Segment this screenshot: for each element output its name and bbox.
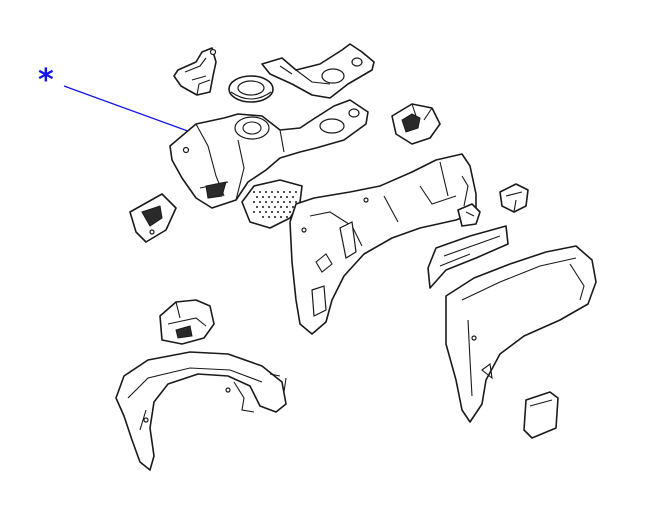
perforation-dot: [271, 201, 273, 203]
perforation-dot: [292, 206, 294, 208]
perforation-dot: [268, 206, 270, 208]
perforation-dot: [271, 191, 273, 193]
perforation-dot: [265, 191, 267, 193]
callout-asterisk: *: [38, 63, 54, 98]
wheel-arch-bracket-icon: [159, 299, 215, 345]
perforation-dot: [262, 216, 264, 218]
perforation-dot: [268, 196, 270, 198]
perforation-dot: [280, 196, 282, 198]
front-fender-panel-icon: [445, 245, 597, 423]
perforation-dot: [274, 206, 276, 208]
perforation-dot: [262, 196, 264, 198]
suspension-tower-bracket-icon: [173, 47, 217, 96]
perforation-dot: [283, 201, 285, 203]
strut-tower-assembly-icon: [169, 99, 369, 209]
perforation-dot: [253, 201, 255, 203]
perforation-dot: [277, 201, 279, 203]
perforation-dot: [295, 201, 297, 203]
callout-leader-line: [63, 85, 197, 135]
perforation-dot: [262, 206, 264, 208]
perforation-dot: [256, 206, 258, 208]
perforation-dot: [280, 216, 282, 218]
mounting-clip-icon: [457, 203, 481, 227]
triangular-gusset-icon: [129, 193, 177, 243]
side-member-reinforcement-icon: [427, 225, 509, 289]
perforation-dot: [277, 211, 279, 213]
perforation-dot: [274, 196, 276, 198]
perforation-dot: [259, 191, 261, 193]
perforation-dot: [280, 206, 282, 208]
perforation-dot: [265, 211, 267, 213]
perforation-dot: [286, 206, 288, 208]
perforation-dot: [274, 216, 276, 218]
perforation-dot: [253, 211, 255, 213]
perforation-dot: [289, 201, 291, 203]
perforation-dot: [286, 196, 288, 198]
tower-reinforcement-plate-icon: [391, 103, 441, 145]
perforation-dot: [259, 211, 261, 213]
perforation-dot: [265, 201, 267, 203]
small-bracket-icon: [499, 183, 529, 213]
perforation-dot: [283, 191, 285, 193]
wheel-arch-liner-icon: [115, 351, 287, 471]
perforation-dot: [256, 196, 258, 198]
perforation-dot: [268, 216, 270, 218]
perforation-dot: [295, 191, 297, 193]
perforation-dot: [259, 201, 261, 203]
perforation-pattern: [253, 191, 297, 218]
perforation-dot: [289, 191, 291, 193]
perforation-dot: [283, 211, 285, 213]
perforation-dot: [292, 196, 294, 198]
perforation-dot: [277, 191, 279, 193]
perforation-dot: [286, 216, 288, 218]
inner-fender-apron-icon: [289, 153, 477, 335]
gasket-ring-icon: [228, 75, 274, 103]
fender-side-cover-icon: [523, 391, 559, 439]
perforation-dot: [289, 211, 291, 213]
upper-mounting-plate-icon: [261, 43, 375, 99]
perforation-dot: [271, 211, 273, 213]
perforation-dot: [253, 191, 255, 193]
